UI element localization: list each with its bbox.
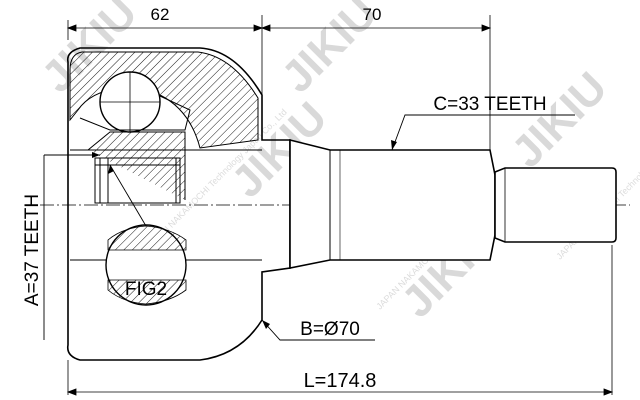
spline-a-leader	[43, 152, 100, 340]
spline-c-label: C=33 TEETH	[433, 94, 546, 115]
dimension-62: 62	[151, 5, 170, 24]
spline-a-label: A=37 TEETH	[22, 194, 43, 306]
fig2-leader-arrow	[108, 165, 114, 174]
overall-length-label: L=174.8	[304, 370, 377, 392]
spline-c-leader	[391, 114, 575, 151]
diameter-b-leader	[261, 319, 375, 341]
fig2-label: FIG2	[125, 279, 167, 300]
fig2-leader	[109, 164, 147, 227]
stem-shaft	[289, 138, 617, 269]
dimension-top	[66, 15, 492, 155]
watermark-brand: JIKIU	[502, 63, 616, 177]
dimension-70: 70	[363, 5, 382, 24]
fig2-detail: FIG2	[105, 224, 187, 306]
ball-cage	[79, 71, 191, 200]
diameter-b-label: B=Ø70	[300, 319, 360, 340]
dimension-bottom	[66, 245, 614, 396]
